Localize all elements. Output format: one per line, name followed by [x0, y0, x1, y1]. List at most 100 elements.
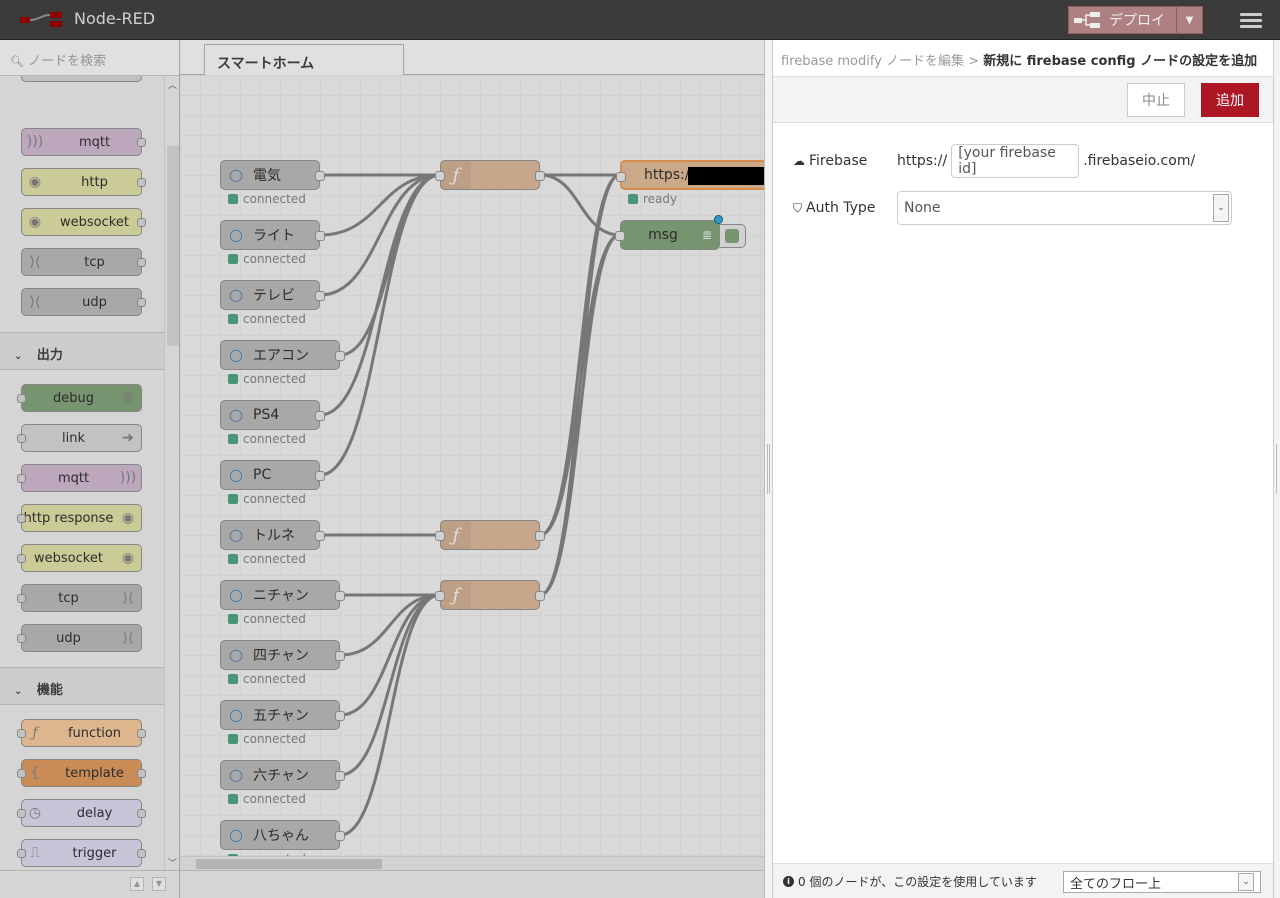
config-usage-text: i 0 個のノードが、この設定を使用しています [783, 873, 1037, 890]
cloud-icon: ☁︎ [793, 154, 805, 168]
debug-toggle-button[interactable] [720, 224, 746, 248]
flow-canvas[interactable]: ◯ 電気 connected ◯ ライト connected ◯ テレビ con… [180, 75, 764, 870]
palette-node-mqtt-in[interactable]: ))) mqtt [21, 128, 142, 156]
flow-node-function-2[interactable]: ƒ [440, 520, 540, 550]
globe-icon: ◉ [22, 169, 48, 195]
flow-node-function-3[interactable]: ƒ [440, 580, 540, 610]
flow-node-pc[interactable]: ◯ PC [220, 460, 320, 490]
palette-node-function[interactable]: ƒ function [21, 719, 142, 747]
circle-icon: ◯ [221, 761, 251, 789]
globe-icon: ◉ [115, 505, 141, 531]
main-menu-hamburger-icon[interactable] [1238, 8, 1264, 32]
palette-scrollbar[interactable]: ︿ ﹀ [164, 76, 180, 898]
flow-node-denki[interactable]: ◯ 電気 [220, 160, 320, 190]
flow-scope-select[interactable]: 全てのフロー上 ⌄ [1063, 871, 1261, 893]
palette-node-http-in[interactable]: ◉ http [21, 168, 142, 196]
palette-footer: ▲ ▼ [0, 870, 180, 898]
flow-workspace: スマートホーム [180, 40, 764, 898]
scroll-up-icon[interactable]: ︿ [168, 78, 177, 91]
bridge-icon: ⟩⟨ [115, 585, 141, 611]
palette-node-websocket-in[interactable]: ◉ websocket [21, 208, 142, 236]
palette-node-trigger[interactable]: ⎍ trigger [21, 839, 142, 867]
chevron-down-icon: ⌄ [14, 351, 22, 362]
circle-icon: ◯ [221, 581, 251, 609]
flow-node-aircon[interactable]: ◯ エアコン [220, 340, 340, 370]
expand-all-icon[interactable]: ▼ [152, 877, 166, 891]
flow-node-tv[interactable]: ◯ テレビ [220, 280, 320, 310]
node-status-connected: connected [228, 792, 306, 806]
node-changed-indicator [714, 215, 723, 224]
circle-icon: ◯ [221, 281, 251, 309]
flow-node-firebase-modify[interactable]: https:// [620, 160, 764, 190]
tab-smart-home[interactable]: スマートホーム [204, 44, 404, 76]
palette-node-http-response[interactable]: http response ◉ [21, 504, 142, 532]
palette-node-mqtt-out[interactable]: mqtt ))) [21, 464, 142, 492]
workspace-hscroll-thumb[interactable] [196, 859, 382, 869]
function-f-icon: ƒ [441, 521, 471, 549]
collapse-all-icon[interactable]: ▲ [130, 877, 144, 891]
flow-node-debug-msg[interactable]: msg ≣ [620, 220, 720, 250]
node-status-connected: connected [228, 612, 306, 626]
info-icon: i [783, 876, 794, 887]
node-status-connected: connected [228, 192, 306, 206]
wifi-signal-icon: ))) [22, 129, 48, 155]
node-status-connected: connected [228, 552, 306, 566]
node-red-logo-icon [18, 10, 66, 28]
tray-resize-handle[interactable] [765, 40, 773, 898]
search-icon: 🔍︎ [10, 55, 24, 68]
cancel-button[interactable]: 中止 [1127, 83, 1185, 117]
palette-category-output[interactable]: ⌄ 出力 [0, 332, 164, 370]
palette-scroll-thumb[interactable] [167, 146, 179, 346]
auth-type-row: ⛉ Auth Type None ⌄ [793, 191, 1232, 225]
node-status-connected: connected [228, 732, 306, 746]
flow-node-channel-5[interactable]: ◯ 五チャン [220, 700, 340, 730]
palette-search-placeholder: ノードを検索 [28, 54, 106, 69]
function-f-icon: ƒ [441, 161, 471, 189]
tray-breadcrumb: firebase modify ノードを編集 > 新規に firebase co… [773, 40, 1273, 77]
bridge-icon: ⟩⟨ [22, 249, 48, 275]
flow-node-ps4[interactable]: ◯ PS4 [220, 400, 320, 430]
palette-search-input[interactable]: 🔍︎ ノードを検索 [0, 40, 180, 76]
flow-node-torne[interactable]: ◯ トルネ [220, 520, 320, 550]
palette-node-link-out[interactable]: link ➜ [21, 424, 142, 452]
auth-type-label: ⛉ Auth Type [793, 200, 897, 216]
config-form: ☁︎ Firebase https:// [your firebase id] … [773, 123, 1273, 863]
breadcrumb-current: 新規に firebase config ノードの設定を追加 [983, 54, 1257, 69]
flow-node-light[interactable]: ◯ ライト [220, 220, 320, 250]
deploy-menu-caret-icon[interactable]: ▼ [1176, 7, 1202, 33]
breadcrumb-parent[interactable]: firebase modify ノードを編集 [781, 54, 964, 69]
node-status-connected: connected [228, 432, 306, 446]
palette-node-udp-out[interactable]: udp ⟩⟨ [21, 624, 142, 652]
palette-node-udp-in[interactable]: ⟩⟨ udp [21, 288, 142, 316]
flow-node-channel-4[interactable]: ◯ 四チャン [220, 640, 340, 670]
workspace-footer [180, 870, 764, 898]
scroll-down-icon[interactable]: ﹀ [168, 856, 177, 869]
chevron-down-icon: ⌄ [14, 686, 22, 697]
palette-node-tcp-in[interactable]: ⟩⟨ tcp [21, 248, 142, 276]
palette-node-template[interactable]: { template [21, 759, 142, 787]
circle-icon: ◯ [221, 341, 251, 369]
edit-tray: firebase modify ノードを編集 > 新規に firebase co… [764, 40, 1280, 898]
palette-node-websocket-out[interactable]: websocket ◉ [21, 544, 142, 572]
auth-type-select[interactable]: None ⌄ [897, 191, 1232, 225]
shield-icon: ⛉ [793, 201, 802, 216]
firebase-id-input[interactable]: [your firebase id] [951, 144, 1079, 178]
flow-node-channel-2[interactable]: ◯ ニチャン [220, 580, 340, 610]
node-status-connected: connected [228, 372, 306, 386]
workspace-horizontal-scrollbar[interactable] [180, 856, 764, 870]
deploy-button[interactable]: デプロイ ▼ [1068, 6, 1203, 34]
tray-toolbar: 中止 追加 [773, 77, 1273, 123]
flow-node-channel-6[interactable]: ◯ 六チャン [220, 760, 340, 790]
flow-node-channel-8[interactable]: ◯ 八ちゃん [220, 820, 340, 850]
palette-node-debug[interactable]: debug ≣ [21, 384, 142, 412]
palette-node-tcp-out[interactable]: tcp ⟩⟨ [21, 584, 142, 612]
palette-category-function[interactable]: ⌄ 機能 [0, 667, 164, 705]
flow-node-function-1[interactable]: ƒ [440, 160, 540, 190]
node-status-ready: ready [628, 192, 677, 206]
circle-icon: ◯ [221, 401, 251, 429]
palette-node-delay[interactable]: ◷ delay [21, 799, 142, 827]
add-button[interactable]: 追加 [1201, 83, 1259, 117]
node-status-connected: connected [228, 672, 306, 686]
node-status-connected: connected [228, 312, 306, 326]
circle-icon: ◯ [221, 641, 251, 669]
